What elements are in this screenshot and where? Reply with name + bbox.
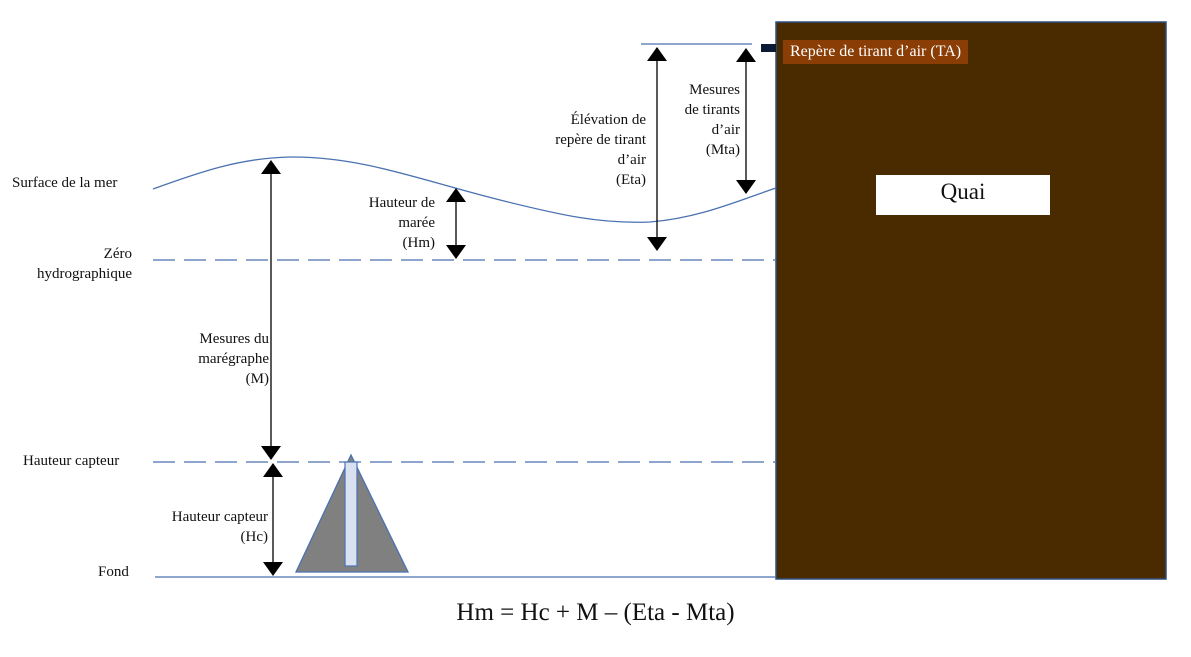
benchmark-mark [761,44,776,52]
chart-datum-label: Zéro hydrographique [37,246,132,282]
seabed-label: Fond [98,564,129,580]
benchmark-elevation-arrow [647,47,667,251]
tide-height-arrow [446,188,466,259]
wharf-label: Quai [876,175,1050,215]
sensor-height-arrow [263,463,283,576]
sensor-height-level-label: Hauteur capteur [23,453,120,469]
formula: Hm = Hc + M – (Eta - Mta) [456,599,735,626]
sea-surface-line [152,156,777,223]
wharf-block [775,21,1167,580]
sensor-pole [344,461,358,567]
sensor-height-measure-label: Hauteur capteur (Hc) [171,509,268,545]
tide-height-label: Hauteur de marée (Hm) [368,195,435,251]
sea-surface-label: Surface de la mer [12,175,118,191]
tide-gauge-label: Mesures du marégraphe (M) [198,331,269,387]
benchmark-elevation-label: Élévation de repère de tirant d’air (Eta… [555,112,646,188]
air-draft-label: Mesures de tirants d’air (Mta) [684,82,740,158]
air-draft-arrow [736,48,756,194]
tide-gauge-arrow [261,160,281,460]
benchmark-label: Repère de tirant d’air (TA) [783,40,969,64]
